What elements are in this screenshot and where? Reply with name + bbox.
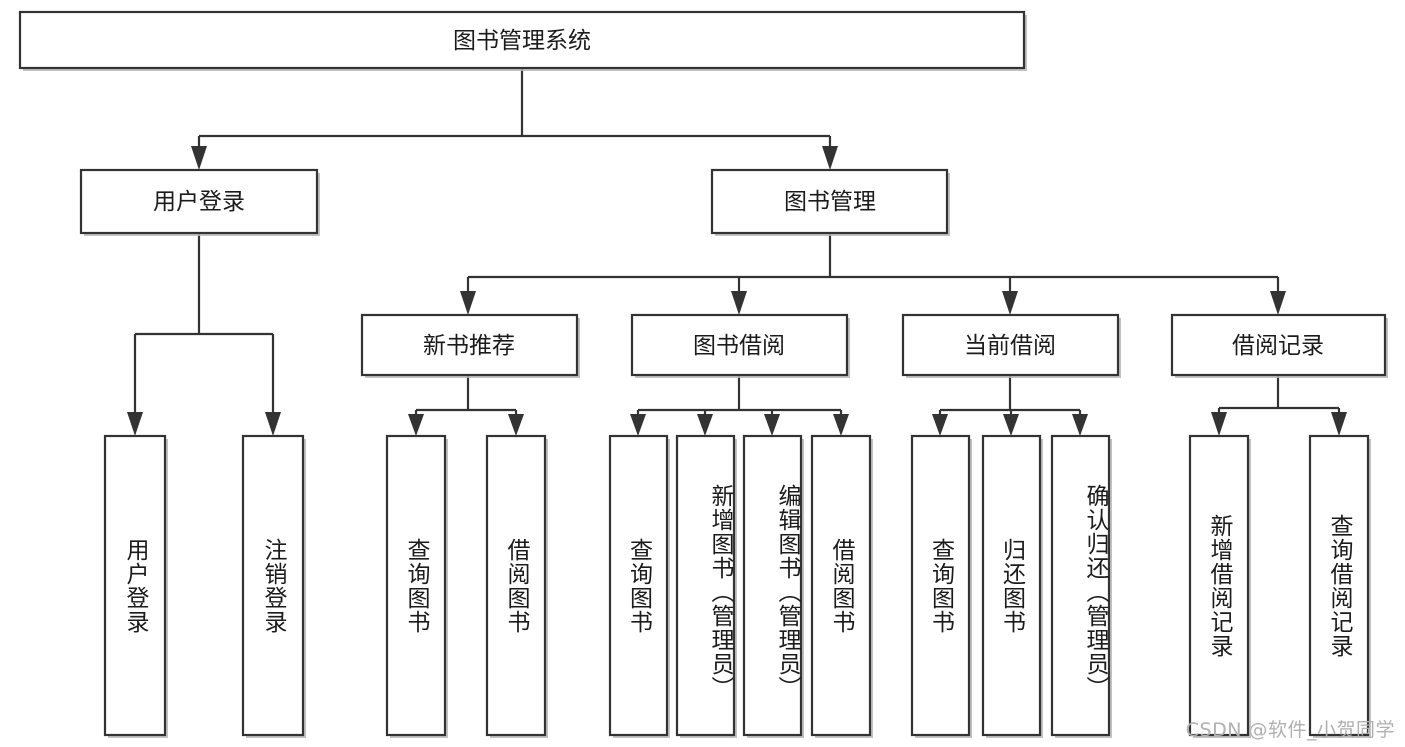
node-current-borrow-box bbox=[901, 313, 1120, 377]
leaf-box-group bbox=[103, 434, 1371, 738]
arrow-head-icon bbox=[460, 291, 476, 315]
node-root-label: 图书管理系统 bbox=[453, 28, 591, 54]
connector-group-borrow-record-to-leaves bbox=[1211, 375, 1347, 436]
node-book-management-box bbox=[710, 168, 949, 235]
node-book-management-label: 图书管理 bbox=[784, 189, 876, 215]
arrow-head-icon bbox=[1002, 291, 1018, 315]
node-new-book-recommend-label: 新书推荐 bbox=[423, 333, 515, 359]
arrow-head-icon bbox=[508, 414, 524, 436]
node-new-book-recommend-box bbox=[360, 313, 579, 377]
node-book-borrow-label: 图书借阅 bbox=[693, 333, 785, 359]
node-book-management[interactable]: 图书管理 bbox=[710, 168, 950, 236]
node-root[interactable]: 图书管理系统 bbox=[18, 10, 1027, 71]
leaf-box-borrow-book-rec[interactable] bbox=[485, 434, 547, 737]
node-current-borrow[interactable]: 当前借阅 bbox=[901, 313, 1121, 378]
arrow-head-icon bbox=[1331, 412, 1347, 436]
leaf-box-add-book-admin[interactable] bbox=[675, 434, 736, 737]
node-user-login[interactable]: 用户登录 bbox=[79, 168, 320, 236]
node-root-box bbox=[18, 10, 1026, 70]
leaf-box-add-borrow-record[interactable] bbox=[1188, 434, 1250, 737]
arrow-head-icon bbox=[408, 414, 424, 436]
leaf-box-confirm-return-admin[interactable] bbox=[1050, 434, 1111, 737]
arrow-head-icon bbox=[630, 414, 646, 436]
node-current-borrow-label: 当前借阅 bbox=[964, 333, 1056, 359]
csdn-watermark: CSDN @软件_小贺同学 bbox=[1185, 719, 1395, 741]
arrow-head-icon bbox=[265, 412, 281, 436]
node-book-borrow-box bbox=[630, 313, 849, 377]
leaf-box-query-book-rec[interactable] bbox=[385, 434, 447, 737]
connector-group-new-book-rec-to-leaves bbox=[408, 375, 524, 436]
arrow-head-icon bbox=[1211, 412, 1227, 436]
leaf-box-query-borrow-record[interactable] bbox=[1308, 434, 1370, 737]
connector-group-book-borrow-to-leaves bbox=[630, 375, 849, 436]
arrow-head-icon bbox=[191, 146, 207, 170]
arrow-head-icon bbox=[833, 414, 849, 436]
node-user-login-label: 用户登录 bbox=[153, 189, 245, 215]
leaf-box-return-book[interactable] bbox=[981, 434, 1042, 737]
leaf-box-query-book-borrow[interactable] bbox=[608, 434, 669, 737]
connector-group-current-borrow-to-leaves bbox=[932, 375, 1088, 436]
node-borrow-record-label: 借阅记录 bbox=[1232, 333, 1324, 359]
connector-group-user-login-to-leaves bbox=[127, 233, 281, 436]
arrow-head-icon bbox=[127, 412, 143, 436]
leaf-box-user-login[interactable] bbox=[103, 434, 167, 737]
arrow-head-icon bbox=[1072, 414, 1088, 436]
node-new-book-recommend[interactable]: 新书推荐 bbox=[360, 313, 580, 378]
leaf-box-edit-book-admin[interactable] bbox=[742, 434, 803, 737]
connector-group-root-to-level2 bbox=[191, 68, 838, 170]
arrow-head-icon bbox=[1270, 291, 1286, 315]
node-borrow-record-box bbox=[1170, 313, 1387, 377]
arrow-head-icon bbox=[1003, 414, 1019, 436]
leaf-box-logout-login[interactable] bbox=[241, 434, 305, 737]
leaf-box-borrow-book[interactable] bbox=[810, 434, 872, 737]
node-user-login-box bbox=[79, 168, 319, 235]
node-borrow-record[interactable]: 借阅记录 bbox=[1170, 313, 1388, 378]
arrow-head-icon bbox=[932, 414, 948, 436]
node-book-borrow[interactable]: 图书借阅 bbox=[630, 313, 850, 378]
arrow-head-icon bbox=[731, 291, 747, 315]
leaf-box-query-book-current[interactable] bbox=[910, 434, 971, 737]
arrow-head-icon bbox=[764, 414, 780, 436]
arrow-head-icon bbox=[822, 146, 838, 170]
arrow-head-icon bbox=[697, 414, 713, 436]
connector-group-book-mgmt-to-level3 bbox=[460, 233, 1286, 315]
